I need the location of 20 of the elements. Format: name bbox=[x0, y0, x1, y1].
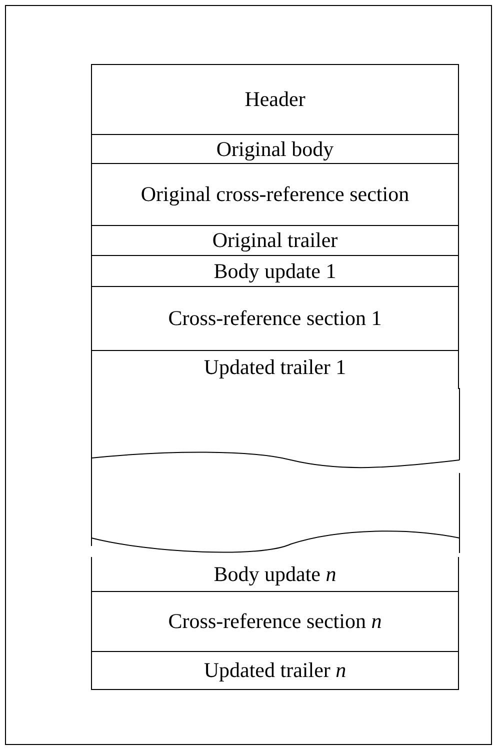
section-label: Header bbox=[244, 87, 306, 112]
section-label: Original trailer bbox=[212, 228, 338, 253]
section-box bbox=[91, 134, 459, 164]
section-box bbox=[91, 64, 459, 135]
section-box bbox=[91, 591, 459, 652]
section-label: Original cross-reference section bbox=[140, 182, 410, 207]
section-label: Updated trailer 1 bbox=[204, 355, 346, 380]
section-label: Cross-reference section 1 bbox=[168, 306, 382, 331]
section-label: Body update n bbox=[214, 562, 336, 586]
section-label: Cross-reference section n bbox=[168, 609, 382, 634]
section-box bbox=[91, 225, 459, 256]
section-box bbox=[91, 163, 459, 226]
section-box bbox=[91, 255, 459, 287]
section-label: Body update 1 bbox=[214, 258, 336, 284]
section-label: Updated trailer n bbox=[204, 658, 346, 683]
section-box bbox=[91, 350, 459, 389]
section-box bbox=[91, 557, 459, 592]
section-label: Original body bbox=[216, 136, 334, 162]
section-box bbox=[91, 651, 459, 690]
section-box bbox=[91, 286, 459, 351]
